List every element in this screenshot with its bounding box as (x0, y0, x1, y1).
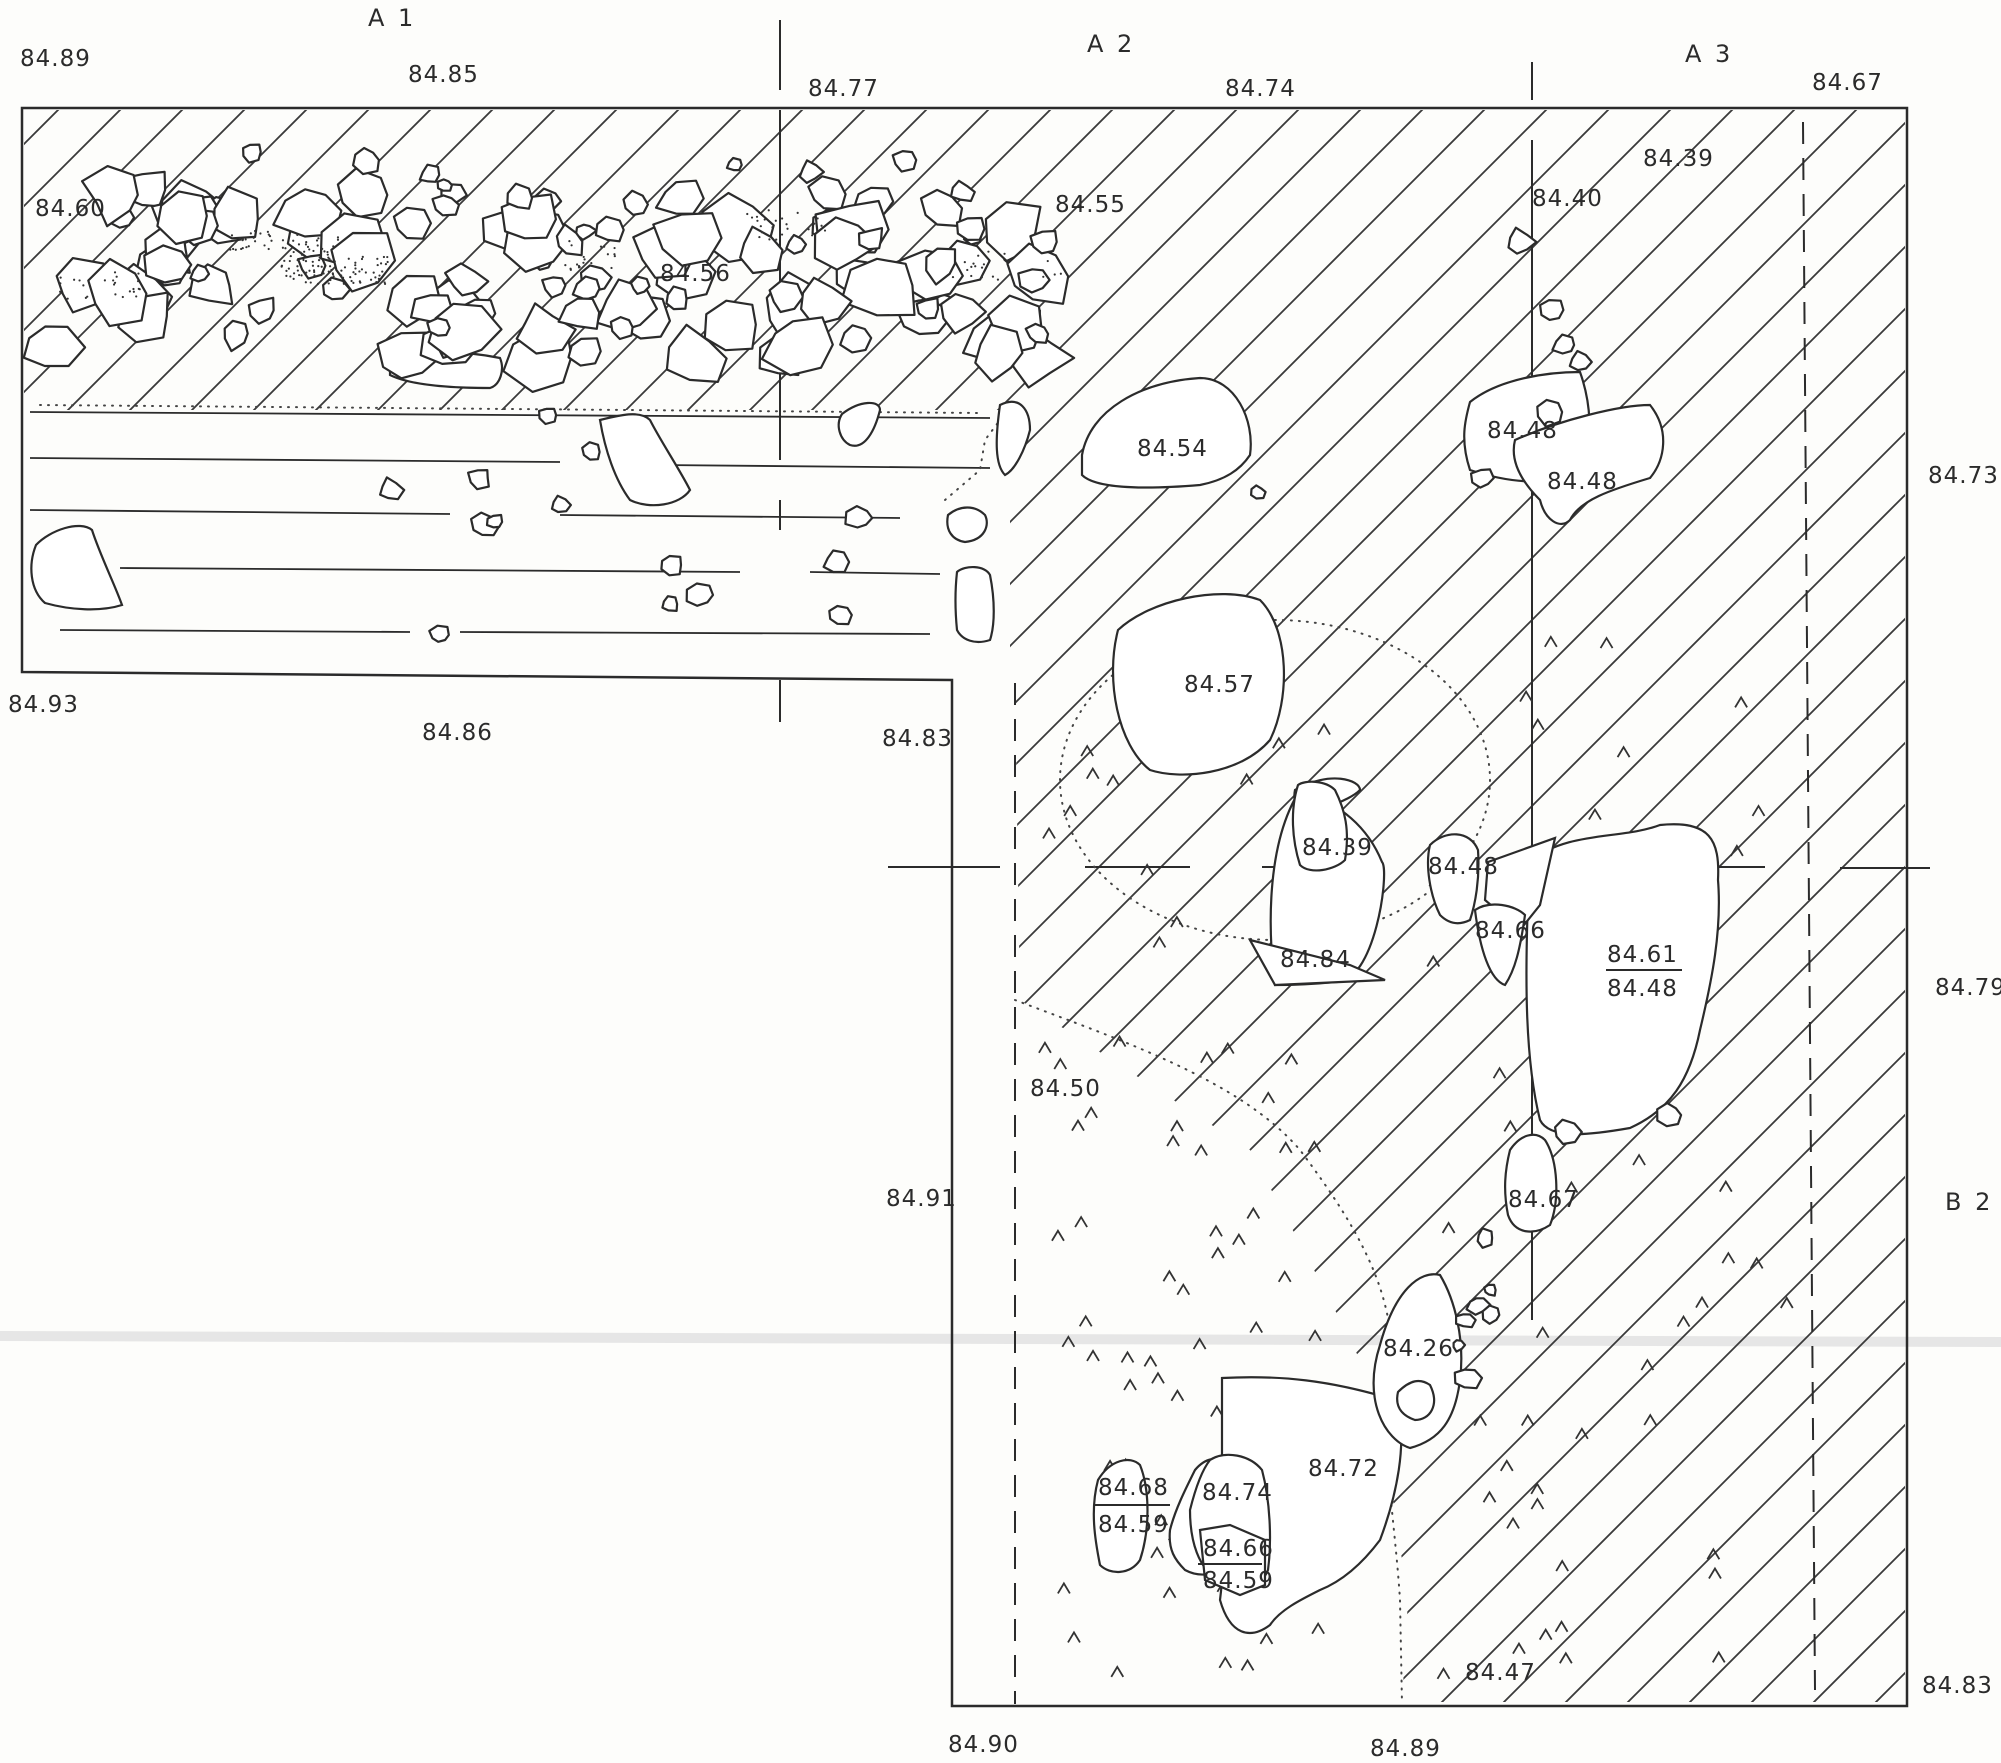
level-small-stone-a3: 84.40 (1532, 186, 1603, 212)
level-a3-surface: 84.39 (1643, 146, 1714, 172)
soil-boundary-dotted (1014, 999, 1403, 1705)
grid-label-b2: B 2 (1945, 1188, 1993, 1216)
grid-label-a1: A 1 (368, 4, 416, 32)
level-stone-sw-bottom: 84.59 (1098, 1512, 1169, 1538)
level-inner-corner: 84.83 (882, 726, 953, 752)
level-east-mid: 84.79 (1935, 975, 2001, 1001)
layer-boundary-dotted (39, 404, 981, 414)
level-stone-sw-top: 84.68 (1098, 1475, 1169, 1501)
level-stone-a2-upper: 84.54 (1137, 436, 1208, 462)
level-b-surface: 84.50 (1030, 1076, 1101, 1102)
level-sw-corner: 84.90 (948, 1732, 1019, 1758)
level-stone-a2-large: 84.57 (1184, 672, 1255, 698)
level-top-a1-a2: 84.77 (808, 76, 879, 102)
level-stone-a3-lower: 84.48 (1547, 469, 1618, 495)
level-stone-triangle: 84.84 (1280, 947, 1351, 973)
level-sw-a1: 84.93 (8, 692, 79, 718)
level-stone-b-mid: 84.67 (1508, 1187, 1579, 1213)
pit-edge-dotted (944, 419, 1001, 501)
stones-large (30, 350, 1720, 1634)
level-stone-s-small-top: 84.66 (1203, 1536, 1274, 1562)
level-nw-corner: 84.89 (20, 46, 91, 72)
level-fraction-bars (1095, 969, 1682, 1565)
level-stone-b-large: 84.72 (1308, 1456, 1379, 1482)
level-west-b: 84.91 (886, 1186, 957, 1212)
level-top-a1: 84.85 (408, 62, 479, 88)
stones-small (22, 143, 1683, 1390)
level-a2-surface: 84.55 (1055, 192, 1126, 218)
dashed-boundary-right (1802, 121, 1816, 1691)
level-stone-pit: 84.39 (1302, 835, 1373, 861)
level-stone-s: 84.74 (1202, 1480, 1273, 1506)
level-b-bottom-surface: 84.47 (1465, 1660, 1536, 1686)
level-se-corner: 84.83 (1922, 1673, 1993, 1699)
level-stone-small-b: 84.48 (1428, 854, 1499, 880)
level-bottom-mid: 84.89 (1370, 1736, 1441, 1762)
level-east-upper: 84.73 (1928, 463, 1999, 489)
layer-lines (29, 411, 991, 635)
level-stone-b-wedge: 84.66 (1475, 918, 1546, 944)
level-stone-s-small-bottom: 84.59 (1203, 1568, 1274, 1594)
level-bottom-a1: 84.86 (422, 720, 493, 746)
level-top-a2: 84.74 (1225, 76, 1296, 102)
level-a1-surface: 84.60 (35, 196, 106, 222)
grid-label-a3: A 3 (1685, 40, 1733, 68)
stipple-pattern (59, 209, 1062, 300)
level-large-stone-top: 84.61 (1607, 942, 1678, 968)
paper-fold (0, 1331, 2001, 1347)
level-stone-a1-a2: 84.56 (660, 261, 731, 287)
level-stone-a3-upper: 84.48 (1487, 418, 1558, 444)
level-ne-corner: 84.67 (1812, 70, 1883, 96)
level-large-stone-bottom: 84.48 (1607, 976, 1678, 1002)
trench-outline (20, 106, 1909, 1708)
level-stone-b-lower: 84.26 (1383, 1336, 1454, 1362)
grid-label-a2: A 2 (1087, 30, 1135, 58)
